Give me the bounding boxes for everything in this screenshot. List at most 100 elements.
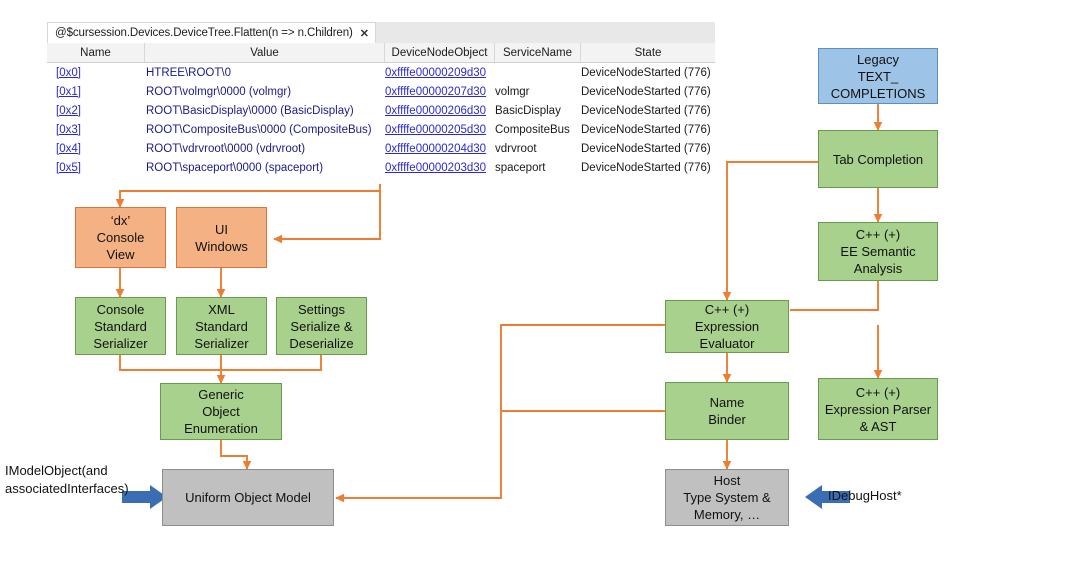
cell-name[interactable]: [0x5] xyxy=(47,158,145,177)
table-row[interactable]: [0x2]ROOT\BasicDisplay\0000 (BasicDispla… xyxy=(47,101,715,120)
results-grid: Name Value DeviceNodeObject ServiceName … xyxy=(47,43,715,177)
cell-link: [0x3] xyxy=(56,123,81,136)
column-header-devicenodeobject[interactable]: DeviceNodeObject xyxy=(385,43,495,62)
table-row[interactable]: [0x1] ROOT\volmgr\0000 (volmgr) 0xffffe000… xyxy=(47,82,715,101)
box-text-line: Type System & xyxy=(683,490,771,505)
box-text-line: Deserialize xyxy=(289,335,354,351)
cell-link: 0xffffe00000206d30 xyxy=(385,104,487,117)
box-text-line: Serializer xyxy=(194,335,249,351)
column-header-value[interactable]: Value xyxy=(145,43,385,62)
box-text-line: Memory, … xyxy=(693,507,761,522)
box-text-line: COMPLETIONS xyxy=(830,85,926,101)
table-row[interactable]: [0x4] ROOT\vdrvroot\0000 (vdrvroot) 0xffff… xyxy=(47,139,715,158)
cell-link: 0xffffe00000205d30 xyxy=(385,123,487,136)
cell-link: 0xffffe00000207d30 xyxy=(385,85,487,98)
cell-text: ROOT\volmgr\0000 (volmgr) xyxy=(146,85,292,98)
box-tab-completion[interactable]: Tab Completion xyxy=(818,130,938,188)
box-text-line: Legacy xyxy=(857,51,899,67)
cell-text: DeviceNodeStarted (776) xyxy=(581,66,711,79)
cell-servicename: vdrvroot xyxy=(495,139,581,158)
tab-device-tree-query[interactable]: @$cursession.Devices.DeviceTree.Flatten(… xyxy=(47,22,376,43)
box-text-line: EE Semantic xyxy=(840,244,916,259)
box-text-line: Host xyxy=(713,473,741,488)
column-header-servicename[interactable]: ServiceName xyxy=(495,43,581,62)
box-text-line: Expression xyxy=(694,319,760,334)
cell-name[interactable]: [0x2] xyxy=(47,101,145,120)
cell-devicenodeobject[interactable]: 0xffffe00000205d30 xyxy=(385,120,495,139)
cell-name[interactable]: [0x1] xyxy=(47,82,145,101)
cell-devicenodeobject[interactable]: 0xffffe00000207d30 xyxy=(385,82,495,101)
box-text-line: XML xyxy=(208,301,235,317)
box-text-line: Analysis xyxy=(853,261,903,276)
table-row[interactable]: [0x3] ROOT\CompositeBus\0000 (CompositeBu… xyxy=(47,120,715,139)
cell-text: ROOT\vdrvroot\0000 (vdrvroot) xyxy=(146,142,306,155)
box-text-line: Console xyxy=(96,230,145,245)
label-imodelobject: IModelObject(and associatedInterfaces) xyxy=(5,462,129,497)
cell-state: DeviceNodeStarted (776) xyxy=(581,139,715,158)
box-text-line: Serialize & xyxy=(290,318,353,334)
cell-name[interactable]: [0x0] xyxy=(47,63,145,82)
box-text-line: Settings xyxy=(298,301,345,317)
box-text-line: Standard xyxy=(195,318,248,334)
cell-devicenodeobject[interactable]: 0xffffe00000206d30 xyxy=(385,101,495,120)
cell-link: [0x0] xyxy=(56,66,81,79)
cell-link: [0x1] xyxy=(56,85,81,98)
cell-name[interactable]: [0x4] xyxy=(47,139,145,158)
cell-link: 0xffffe00000203d30 xyxy=(385,161,487,174)
box-text-line: ‘dx’ xyxy=(110,213,131,228)
imodelobject-arrow xyxy=(122,485,167,509)
tab-label: @$cursession.Devices.DeviceTree.Flatten(… xyxy=(55,27,353,39)
box-uniform-object-model[interactable]: Uniform Object Model xyxy=(162,469,334,526)
cell-servicename: spaceport xyxy=(495,158,581,177)
box-expression-parser-ast[interactable]: C++ (+)Expression Parser& AST xyxy=(818,378,938,440)
cell-text: CompositeBus xyxy=(495,123,570,136)
cell-name[interactable]: [0x3] xyxy=(47,120,145,139)
grid-header-row: Name Value DeviceNodeObject ServiceName … xyxy=(47,43,715,63)
cell-text: volmgr xyxy=(495,85,530,98)
box-text-line: Object xyxy=(202,404,240,419)
cell-value: ROOT\CompositeBus\0000 (CompositeBus) xyxy=(145,120,385,139)
cell-value: HTREE\ROOT\0 xyxy=(145,63,385,82)
cell-link: [0x2] xyxy=(56,104,81,117)
cell-servicename: volmgr xyxy=(495,82,581,101)
box-text-line: C++ (+) xyxy=(855,384,901,400)
cell-text: vdrvroot xyxy=(495,142,537,155)
cell-link: [0x4] xyxy=(56,142,81,155)
cell-devicenodeobject[interactable]: 0xffffe00000204d30 xyxy=(385,139,495,158)
cell-text: DeviceNodeStarted (776) xyxy=(581,85,711,98)
cell-devicenodeobject[interactable]: 0xffffe00000203d30 xyxy=(385,158,495,177)
cell-link: [0x5] xyxy=(56,161,81,174)
column-header-name[interactable]: Name xyxy=(47,43,145,62)
cell-text: DeviceNodeStarted (776) xyxy=(581,161,711,174)
close-icon[interactable]: ✕ xyxy=(359,27,369,40)
box-text-line: Enumeration xyxy=(184,421,258,436)
cell-text: ROOT\spaceport\0000 (spaceport) xyxy=(146,161,324,174)
tab-strip: @$cursession.Devices.DeviceTree.Flatten(… xyxy=(47,22,715,44)
box-text-line: View xyxy=(106,247,135,262)
table-row[interactable]: [0x5] ROOT\spaceport\0000 (spaceport) 0xff… xyxy=(47,158,715,177)
cell-state: DeviceNodeStarted (776) xyxy=(581,120,715,139)
box-text-line: Expression Parser xyxy=(824,401,932,417)
column-header-state[interactable]: State xyxy=(634,46,662,59)
cell-text: DeviceNodeStarted (776) xyxy=(581,104,711,117)
box-text-line: (and associated xyxy=(5,463,108,496)
box-text-line: Name xyxy=(709,395,745,410)
cell-value: ROOT\spaceport\0000 (spaceport) xyxy=(145,158,385,177)
cell-state: DeviceNodeStarted (776) xyxy=(581,158,715,177)
box-text-line: Tab Completion xyxy=(832,151,924,167)
cell-devicenodeobject[interactable]: 0xffffe00000209d30 xyxy=(385,63,495,82)
